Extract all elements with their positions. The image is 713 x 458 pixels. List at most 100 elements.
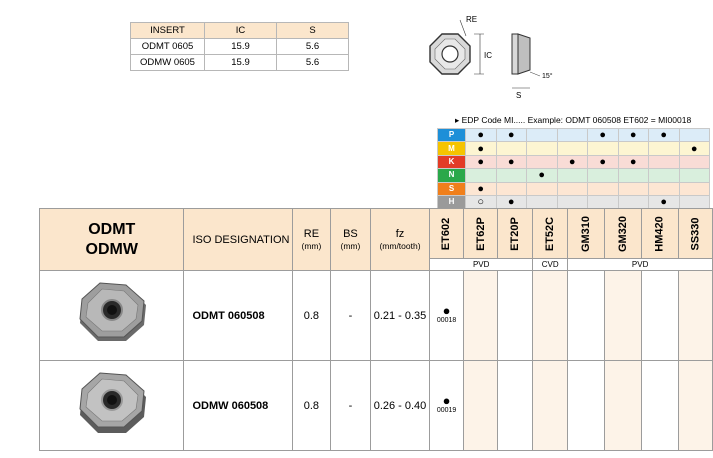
insert-name: ODMW 0605 xyxy=(130,54,205,71)
material-mark xyxy=(556,168,588,183)
grade-header-et20p: ET20P xyxy=(497,208,534,259)
material-mark xyxy=(617,194,649,210)
re-label: RE xyxy=(466,15,477,24)
series-title-line1: ODMT xyxy=(88,220,136,238)
odmw-insert-icon xyxy=(79,372,146,433)
material-mark xyxy=(678,154,710,170)
material-mark xyxy=(648,141,680,156)
material-mark: ● xyxy=(465,154,497,170)
material-mark: ● xyxy=(648,194,680,210)
insert-dimension-diagram: RE IC 15° S xyxy=(429,15,553,100)
material-mark xyxy=(587,194,619,210)
availability-ss330 xyxy=(677,270,713,361)
material-label-h: H xyxy=(437,194,466,210)
material-mark xyxy=(495,168,527,183)
insert-name: ODMT 0605 xyxy=(130,38,205,55)
material-mark xyxy=(526,141,558,156)
grade-header-ss330: SS330 xyxy=(677,208,713,259)
bs-header: BS (mm) xyxy=(330,208,371,271)
material-mark xyxy=(678,168,710,183)
re-value: 0.8 xyxy=(291,270,332,361)
coating-cvd: CVD xyxy=(532,258,569,271)
material-row-h: H○●● xyxy=(437,194,710,210)
availability-hm420 xyxy=(641,360,679,451)
material-mark: ● xyxy=(678,141,710,156)
insert-image-odmw xyxy=(38,360,185,451)
material-mark: ● xyxy=(587,127,619,143)
material-mark: ● xyxy=(495,194,527,210)
material-mark: ● xyxy=(648,127,680,143)
availability-et62p xyxy=(462,270,499,361)
material-mark xyxy=(587,141,619,156)
availability-et62p xyxy=(462,360,499,451)
grade-header-et52c: ET52C xyxy=(532,208,569,259)
s-value: 5.6 xyxy=(276,54,349,71)
re-value: 0.8 xyxy=(291,360,332,451)
grade-header-et62p: ET62P xyxy=(462,208,499,259)
availability-gm310 xyxy=(567,270,606,361)
table-row: ODMT 0605 15.9 5.6 xyxy=(130,38,349,55)
material-mark: ● xyxy=(495,154,527,170)
fz-header: fz (mm/tooth) xyxy=(369,208,431,271)
material-mark xyxy=(617,168,649,183)
dimension-table: INSERT IC S ODMT 0605 15.9 5.6 ODMW 0605… xyxy=(130,22,349,71)
material-row-s: S● xyxy=(437,181,710,196)
material-mark: ● xyxy=(617,127,649,143)
iso-designation: ODMT 060508 xyxy=(183,270,293,361)
material-mark xyxy=(648,168,680,183)
table-row: ODMW 0605 15.9 5.6 xyxy=(130,54,349,71)
material-label-n: N xyxy=(437,168,466,183)
material-label-p: P xyxy=(437,127,466,143)
material-mark: ● xyxy=(465,141,497,156)
material-label-m: M xyxy=(437,141,466,156)
edp-code: 00019 xyxy=(436,407,457,414)
material-mark: ● xyxy=(465,127,497,143)
insert-top-view-icon xyxy=(429,33,471,75)
bs-value: - xyxy=(330,360,371,451)
grade-header-hm420: HM420 xyxy=(641,208,679,259)
availability-et20p xyxy=(497,270,534,361)
ic-value: 15.9 xyxy=(204,54,277,71)
material-mark xyxy=(678,194,710,210)
material-mark xyxy=(648,154,680,170)
material-mark: ● xyxy=(526,168,558,183)
material-mark: ● xyxy=(556,154,588,170)
material-mark xyxy=(556,127,588,143)
material-mark xyxy=(526,154,558,170)
availability-ss330 xyxy=(677,360,713,451)
iso-designation-header: ISO DESIGNATION xyxy=(183,208,293,271)
insert-grade-table: ODMT ODMW ISO DESIGNATION RE (mm) BS (mm… xyxy=(38,208,713,451)
re-unit: (mm) xyxy=(301,240,322,251)
insert-image-odmt xyxy=(38,270,185,361)
availability-hm420 xyxy=(641,270,679,361)
iso-designation: ODMW 060508 xyxy=(183,360,293,451)
availability-et602: ● 00019 xyxy=(429,360,464,451)
material-mark xyxy=(587,181,619,196)
fz-value: 0.26 - 0.40 xyxy=(369,360,431,451)
fz-header-label: fz xyxy=(395,227,405,240)
ic-label: IC xyxy=(484,51,492,60)
table-row: ODMT 060508 0.8 - 0.21 - 0.35 ● 00018 xyxy=(38,270,713,361)
main-header-row: ODMT ODMW ISO DESIGNATION RE (mm) BS (mm… xyxy=(38,208,713,271)
material-mark xyxy=(587,168,619,183)
material-mark xyxy=(556,181,588,196)
material-mark: ● xyxy=(617,154,649,170)
material-mark: ● xyxy=(587,154,619,170)
material-mark: ● xyxy=(495,127,527,143)
availability-et52c xyxy=(532,360,569,451)
material-mark xyxy=(495,181,527,196)
material-grid: P●●●●●M●●K●●●●●N●S●H○●● xyxy=(437,127,710,210)
availability-et52c xyxy=(532,270,569,361)
s-value: 5.6 xyxy=(276,38,349,55)
fz-value: 0.21 - 0.35 xyxy=(369,270,431,361)
availability-dot: ● xyxy=(442,303,451,318)
edp-code: 00018 xyxy=(436,317,457,324)
availability-et20p xyxy=(497,360,534,451)
material-mark xyxy=(678,181,710,196)
material-mark xyxy=(678,127,710,143)
header-insert: INSERT xyxy=(130,22,205,39)
availability-gm310 xyxy=(567,360,606,451)
material-mark xyxy=(617,181,649,196)
angle-label: 15° xyxy=(542,72,553,80)
coating-pvd-2: PVD xyxy=(567,258,713,271)
